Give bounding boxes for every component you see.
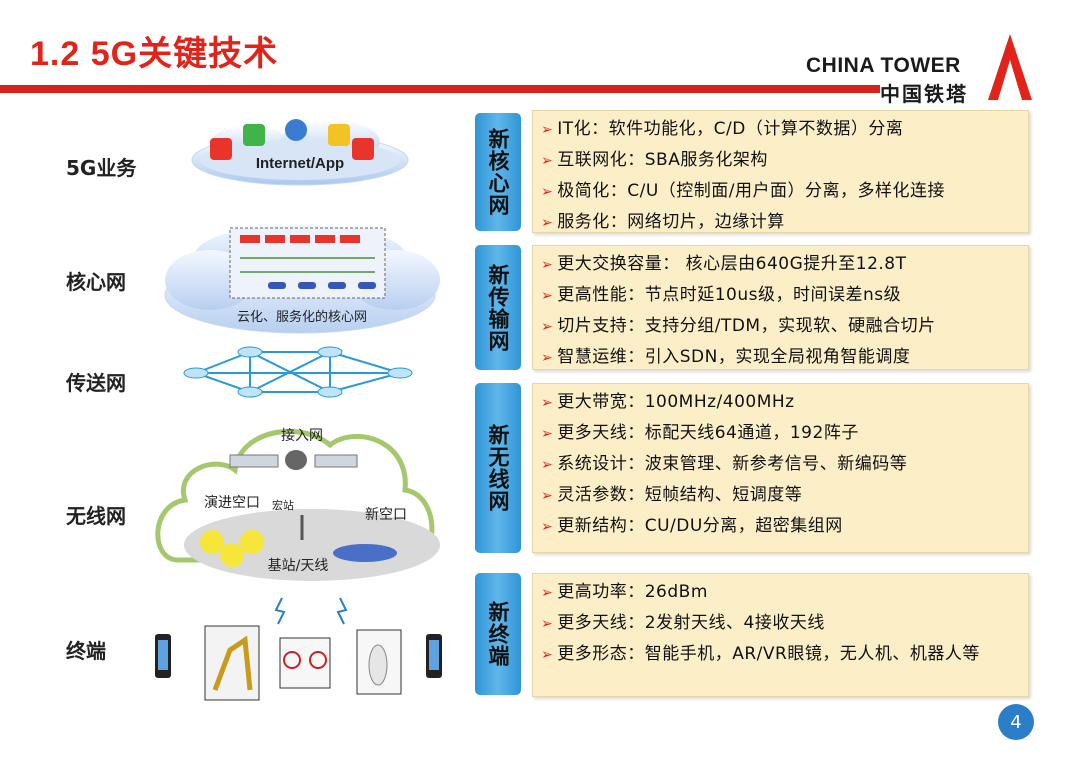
transport-network-mesh (195, 351, 401, 393)
transport-nodes (183, 346, 413, 398)
tag-new-radio-network: 新无线网 (475, 383, 521, 553)
title-underline (0, 85, 880, 93)
china-tower-logo-icon (988, 34, 1032, 100)
base-station-antenna-text: 基站/天线 (268, 557, 329, 574)
list-item: ➢切片支持：支持分组/TDM，实现软、硬融合切片 (541, 316, 936, 336)
tag-new-terminal: 新终端 (475, 573, 521, 695)
logo-text-en: CHINA TOWER (806, 54, 961, 77)
new-air-interface-text: 新空口 (365, 507, 407, 523)
label-terminal: 终端 (66, 639, 106, 663)
evolved-air-interface-text: 演进空口 (204, 495, 260, 511)
list-item: ➢更多形态：智能手机，AR/VR眼镜，无人机、机器人等 (541, 644, 980, 664)
radio-network-cloud (155, 428, 440, 581)
logo-text-zh: 中国铁塔 (880, 82, 968, 106)
list-item: ➢更大交换容量： 核心层由640G提升至12.8T (541, 254, 907, 274)
network-diagram: Internet/App 云化、服务化的核心网 (155, 119, 442, 701)
label-core-network: 核心网 (66, 270, 126, 294)
page-title: 1.2 5G关键技术 (30, 35, 279, 73)
box-new-radio-network: ➢更大带宽：100MHz/400MHz ➢更多天线：标配天线64通道，192阵子… (532, 383, 1029, 553)
list-item: ➢更高性能：节点时延10us级，时间误差ns级 (541, 285, 902, 305)
list-item: ➢系统设计：波束管理、新参考信号、新编码等 (541, 454, 908, 474)
label-radio-network: 无线网 (66, 504, 126, 528)
list-item: ➢灵活参数：短帧结构、短调度等 (541, 485, 803, 505)
macro-site-text: 宏站 (272, 498, 294, 512)
app-icons (210, 119, 374, 160)
label-5g-service: 5G业务 (66, 156, 137, 180)
terminal-devices (155, 625, 442, 701)
tag-new-core-network: 新核心网 (475, 113, 521, 231)
list-item: ➢极简化：C/U（控制面/用户面）分离，多样化连接 (541, 181, 946, 201)
list-item: ➢更高功率：26dBm (541, 582, 708, 602)
list-item: ➢互联网化：SBA服务化架构 (541, 150, 768, 170)
list-item: ➢更新结构：CU/DU分离，超密集组网 (541, 516, 843, 536)
tag-new-transport-network: 新传输网 (475, 245, 521, 370)
list-item: ➢智慧运维：引入SDN，实现全局视角智能调度 (541, 347, 911, 367)
list-item: ➢更多天线：2发射天线、4接收天线 (541, 613, 825, 633)
list-item: ➢服务化：网络切片，边缘计算 (541, 212, 785, 232)
box-new-terminal: ➢更高功率：26dBm ➢更多天线：2发射天线、4接收天线 ➢更多形态：智能手机… (532, 573, 1029, 697)
page-number: 4 (998, 704, 1034, 740)
label-transport-network: 传送网 (66, 371, 126, 395)
list-item: ➢IT化：软件功能化，C/D（计算不数据）分离 (541, 119, 904, 139)
box-new-core-network: ➢IT化：软件功能化，C/D（计算不数据）分离 ➢互联网化：SBA服务化架构 ➢… (532, 110, 1029, 233)
internet-app-text: Internet/App (256, 155, 344, 172)
signal-bolt-icons (274, 597, 348, 625)
core-network-caption: 云化、服务化的核心网 (237, 309, 367, 325)
list-item: ➢更多天线：标配天线64通道，192阵子 (541, 423, 859, 443)
core-network-cloud (164, 225, 440, 334)
box-new-transport-network: ➢更大交换容量： 核心层由640G提升至12.8T ➢更高性能：节点时延10us… (532, 245, 1029, 370)
list-item: ➢更大带宽：100MHz/400MHz (541, 392, 795, 412)
access-network-text: 接入网 (281, 427, 323, 444)
